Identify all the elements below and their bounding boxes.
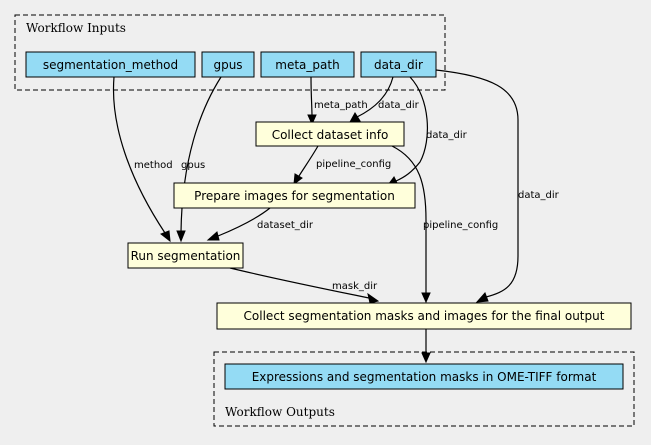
edge-gpus-run: gpus [176, 76, 222, 243]
node-label-output-expressions: Expressions and segmentation masks in OM… [252, 370, 597, 384]
node-label-data-dir: data_dir [374, 58, 423, 72]
workflow-outputs-label: Workflow Outputs [225, 405, 335, 419]
node-label-prepare-images: Prepare images for segmentation [194, 189, 395, 203]
node-prepare-images: Prepare images for segmentation [173, 182, 416, 209]
edge-label-meta-path: meta_path [314, 100, 368, 111]
edge-meta-path-collect: meta_path [307, 76, 368, 126]
edge-collect-prepare: pipeline_config [293, 145, 391, 186]
edge-run-final: mask_dir [229, 267, 380, 304]
edge-label-mask-dir: mask_dir [332, 281, 378, 292]
edge-collect-final: pipeline_config [391, 145, 498, 304]
node-meta-path: meta_path [260, 51, 355, 78]
node-run-segmentation: Run segmentation [127, 242, 244, 269]
node-collect-masks: Collect segmentation masks and images fo… [216, 302, 632, 330]
node-label-collect-dataset-info: Collect dataset info [272, 128, 389, 142]
workflow-outputs-cluster: Workflow Outputs [213, 351, 635, 427]
workflow-inputs-cluster: Workflow Inputs [14, 14, 446, 91]
node-label-segmentation-method: segmentation_method [43, 58, 178, 72]
edge-label-pipeline-config-final: pipeline_config [423, 220, 498, 231]
edge-method-run: method [112, 76, 173, 243]
workflow-inputs-label: Workflow Inputs [26, 21, 126, 35]
edge-data-dir-final: data_dir [435, 69, 560, 303]
edge-final-output [421, 329, 431, 364]
node-label-run-segmentation: Run segmentation [131, 249, 241, 263]
node-gpus: gpus [201, 51, 255, 78]
node-label-gpus: gpus [213, 58, 242, 72]
node-label-meta-path: meta_path [275, 58, 339, 72]
edge-label-pipeline-config-prepare: pipeline_config [316, 159, 391, 170]
edge-label-data-dir-prepare: data_dir [426, 130, 468, 141]
node-data-dir: data_dir [360, 51, 437, 78]
edge-label-dataset-dir: dataset_dir [257, 220, 314, 231]
node-output-expressions: Expressions and segmentation masks in OM… [224, 363, 624, 390]
node-collect-dataset-info: Collect dataset info [255, 121, 405, 147]
node-segmentation-method: segmentation_method [25, 51, 196, 78]
edge-label-data-dir-collect: data_dir [378, 100, 420, 111]
edge-label-method: method [134, 160, 173, 171]
edge-label-gpus: gpus [181, 160, 205, 171]
edge-label-data-dir-final: data_dir [518, 190, 560, 201]
edge-prepare-run: dataset_dir [206, 207, 314, 241]
node-label-collect-masks: Collect segmentation masks and images fo… [244, 309, 605, 323]
